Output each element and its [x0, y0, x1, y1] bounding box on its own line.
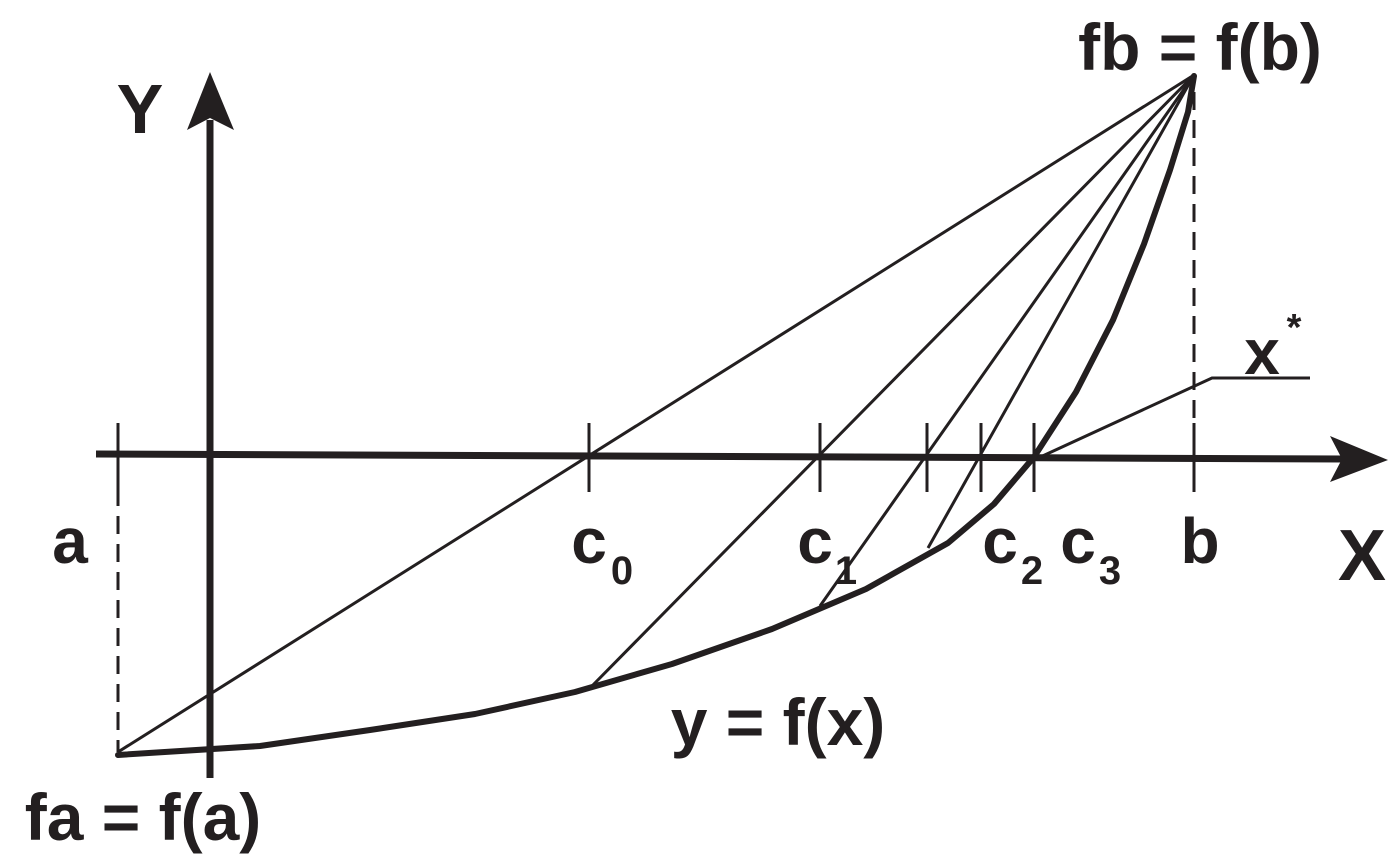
- x-axis: [95, 436, 1388, 482]
- secant-line-3: [926, 74, 1196, 549]
- label-curve: y = f(x): [671, 685, 886, 759]
- svg-text:c: c: [797, 505, 833, 577]
- y-axis-arrow-icon: [187, 72, 234, 130]
- label-root: x *: [1244, 307, 1301, 388]
- function-curve: [115, 73, 1197, 758]
- svg-text:c: c: [571, 505, 607, 577]
- y-axis-label: Y: [117, 70, 164, 148]
- svg-text:x: x: [1244, 316, 1280, 388]
- secant-line-0: [117, 73, 1195, 754]
- label-c0: c 0: [571, 505, 633, 593]
- svg-text:2: 2: [1021, 549, 1043, 593]
- svg-text:0: 0: [611, 549, 633, 593]
- y-axis: [187, 72, 234, 778]
- svg-text:*: *: [1287, 307, 1302, 349]
- x-axis-arrow-icon: [1330, 436, 1388, 482]
- label-fb: fb = f(b): [1078, 10, 1322, 84]
- secant-lines: [117, 73, 1196, 754]
- label-fa: fa = f(a): [25, 780, 262, 854]
- tick-marks: [116, 423, 1196, 492]
- label-b: b: [1180, 505, 1219, 577]
- x-axis-label: X: [1338, 516, 1386, 596]
- root-pointer-line: [1035, 376, 1310, 461]
- label-a: a: [52, 505, 88, 577]
- svg-text:3: 3: [1099, 549, 1121, 593]
- dashed-guides: [116, 92, 1196, 752]
- svg-text:c: c: [1060, 505, 1096, 577]
- label-c3: c 3: [1060, 505, 1121, 593]
- svg-text:c: c: [982, 505, 1018, 577]
- label-c2: c 2: [982, 505, 1043, 593]
- label-c1: c 1: [797, 505, 857, 593]
- svg-text:1: 1: [835, 549, 857, 593]
- secant-line-1: [588, 73, 1196, 690]
- secant-line-2: [818, 74, 1196, 607]
